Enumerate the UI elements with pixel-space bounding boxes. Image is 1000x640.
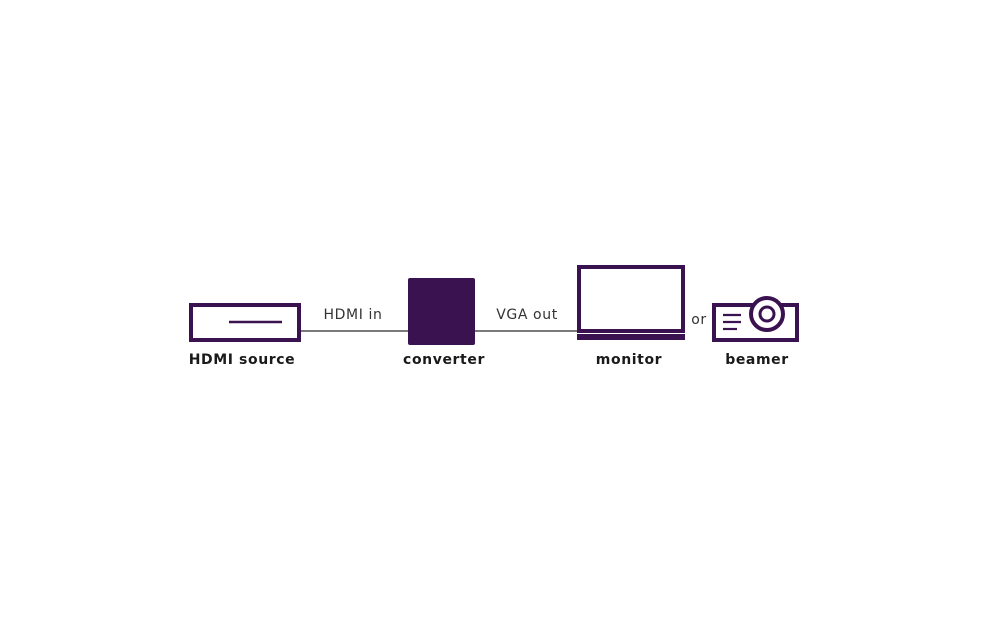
hdmi-in-label: HDMI in — [324, 307, 383, 323]
converter-box-icon — [408, 278, 475, 345]
monitor-icon — [577, 265, 685, 340]
vga-out-label: VGA out — [496, 307, 558, 323]
alternative-or-label: or — [691, 312, 707, 328]
hdmi-source-label: HDMI source — [189, 352, 296, 368]
projector-icon — [712, 296, 799, 342]
beamer-label: beamer — [725, 352, 789, 368]
set-top-box-icon — [189, 303, 301, 342]
converter-label: converter — [403, 352, 485, 368]
monitor-label: monitor — [596, 352, 662, 368]
